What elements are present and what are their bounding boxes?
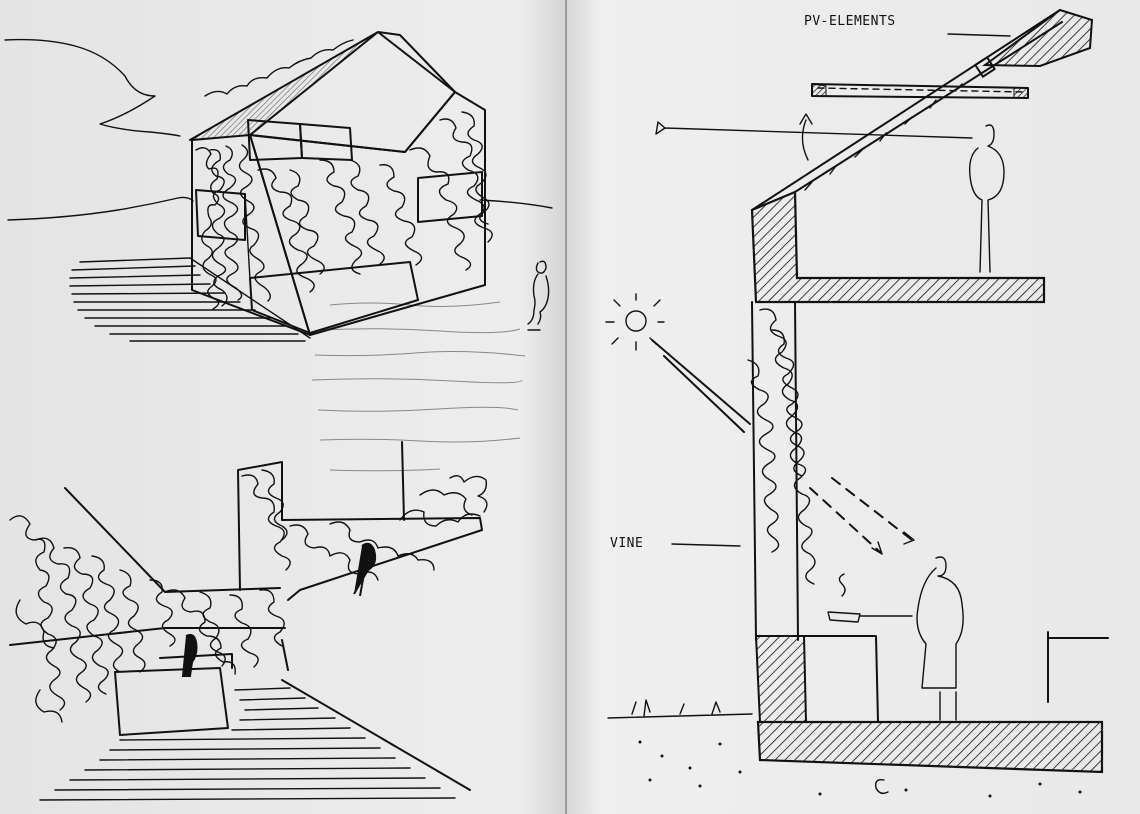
courtyard-block-low (114, 667, 229, 736)
window-lower (249, 261, 419, 334)
view-arrow (655, 121, 973, 139)
upper-slab-and-wall (750, 190, 1046, 304)
soil-dots (638, 740, 1082, 798)
bleed-through-text (311, 301, 526, 472)
pv-element-ends (811, 83, 1029, 99)
cooking-pan (827, 573, 913, 623)
courtyard-floor-hatching (39, 687, 456, 801)
ground-shadow-hatching (69, 257, 311, 342)
person-upper-floor (968, 124, 1005, 273)
right-page (566, 0, 1140, 814)
vine-label: VINE (610, 536, 644, 551)
sun-icon (625, 310, 647, 332)
tower-scribble (241, 469, 291, 571)
lower-wall-base (754, 635, 808, 723)
house-right-facade (249, 91, 486, 336)
pv-rafter-ticks (804, 83, 963, 191)
window-mid-right (417, 171, 483, 223)
courtyard-bridge (281, 517, 483, 601)
courtyard-perspective-sketch (9, 441, 488, 801)
roof-hatch (192, 32, 378, 140)
person-lower-floor (916, 556, 964, 721)
courtyard-block-high (159, 653, 233, 669)
pv-element-dashes (817, 87, 1025, 93)
person-on-bridge (353, 542, 377, 597)
soil-pebble (874, 778, 889, 795)
airflow-arrow (799, 113, 813, 161)
facade-wall-outer (751, 301, 799, 641)
pv-label-leader (947, 33, 1011, 37)
vine-label-leader (671, 543, 741, 547)
kitchen-counter (803, 635, 879, 723)
person-figure-small (527, 260, 550, 331)
building-section-sketch (605, 8, 1109, 798)
exterior-opening (1047, 631, 1109, 703)
courtyard-perspective-edges (9, 487, 471, 791)
hill-line (4, 38, 181, 137)
window-divider (244, 123, 303, 281)
mast-line (401, 441, 405, 521)
grass-marks (607, 699, 753, 719)
sunlight-ray (651, 339, 751, 433)
light-arrow-1 (809, 487, 881, 553)
vine-facade-scribble (747, 308, 816, 585)
sloped-roof-line (751, 9, 1061, 211)
stone-cladding-scribble (195, 39, 493, 310)
ground-slab (756, 720, 1104, 774)
house-perspective-sketch (4, 31, 553, 342)
roof-edge-hatch (982, 8, 1094, 68)
window-mid-left (195, 189, 246, 241)
light-arrow-heads (871, 531, 915, 555)
pv-elements-label: PV-ELEMENTS (804, 14, 896, 29)
pv-panel-connector (974, 56, 996, 78)
